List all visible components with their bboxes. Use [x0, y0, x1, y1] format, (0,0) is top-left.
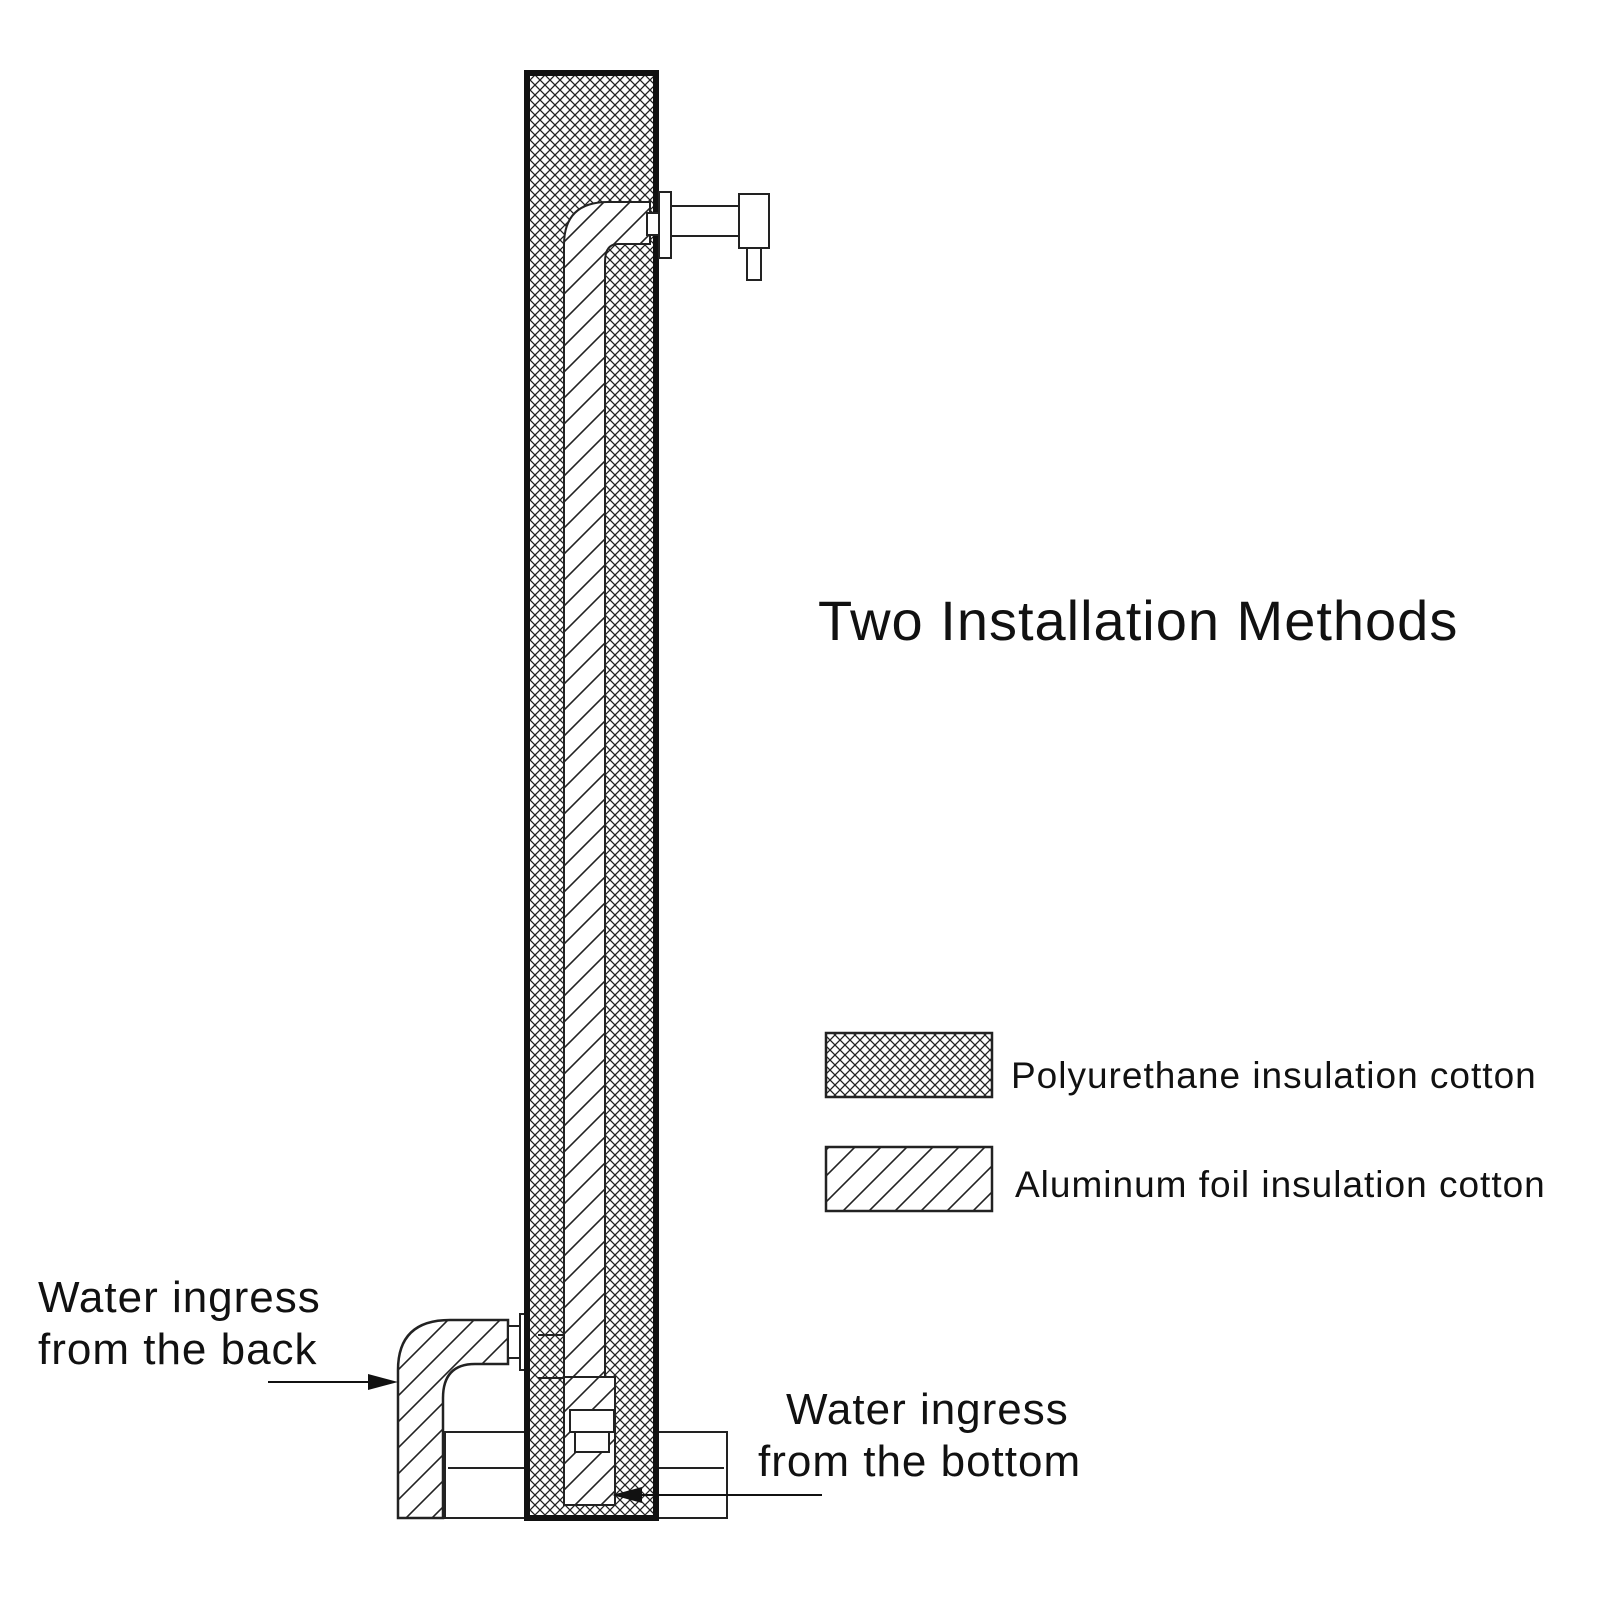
callout-back-line2: from the back: [38, 1325, 318, 1374]
callout-back-line1: Water ingress: [38, 1273, 321, 1322]
faucet-outlet: [646, 191, 770, 281]
legend-swatch-aluminum-foil: [824, 1145, 994, 1213]
bottom-inlet-arrow: [612, 1487, 822, 1503]
callout-bottom-line2: from the bottom: [758, 1437, 1082, 1486]
standpipe-column: [524, 70, 659, 1521]
legend-label-aluminum-foil: Aluminum foil insulation cotton: [1015, 1164, 1546, 1205]
legend-label-polyurethane: Polyurethane insulation cotton: [1011, 1055, 1537, 1096]
diagram-title: Two Installation Methods: [818, 589, 1459, 652]
back-inlet-arrow: [268, 1374, 398, 1390]
callout-bottom-line1: Water ingress: [786, 1385, 1069, 1434]
legend-swatch-polyurethane: [824, 1031, 994, 1099]
